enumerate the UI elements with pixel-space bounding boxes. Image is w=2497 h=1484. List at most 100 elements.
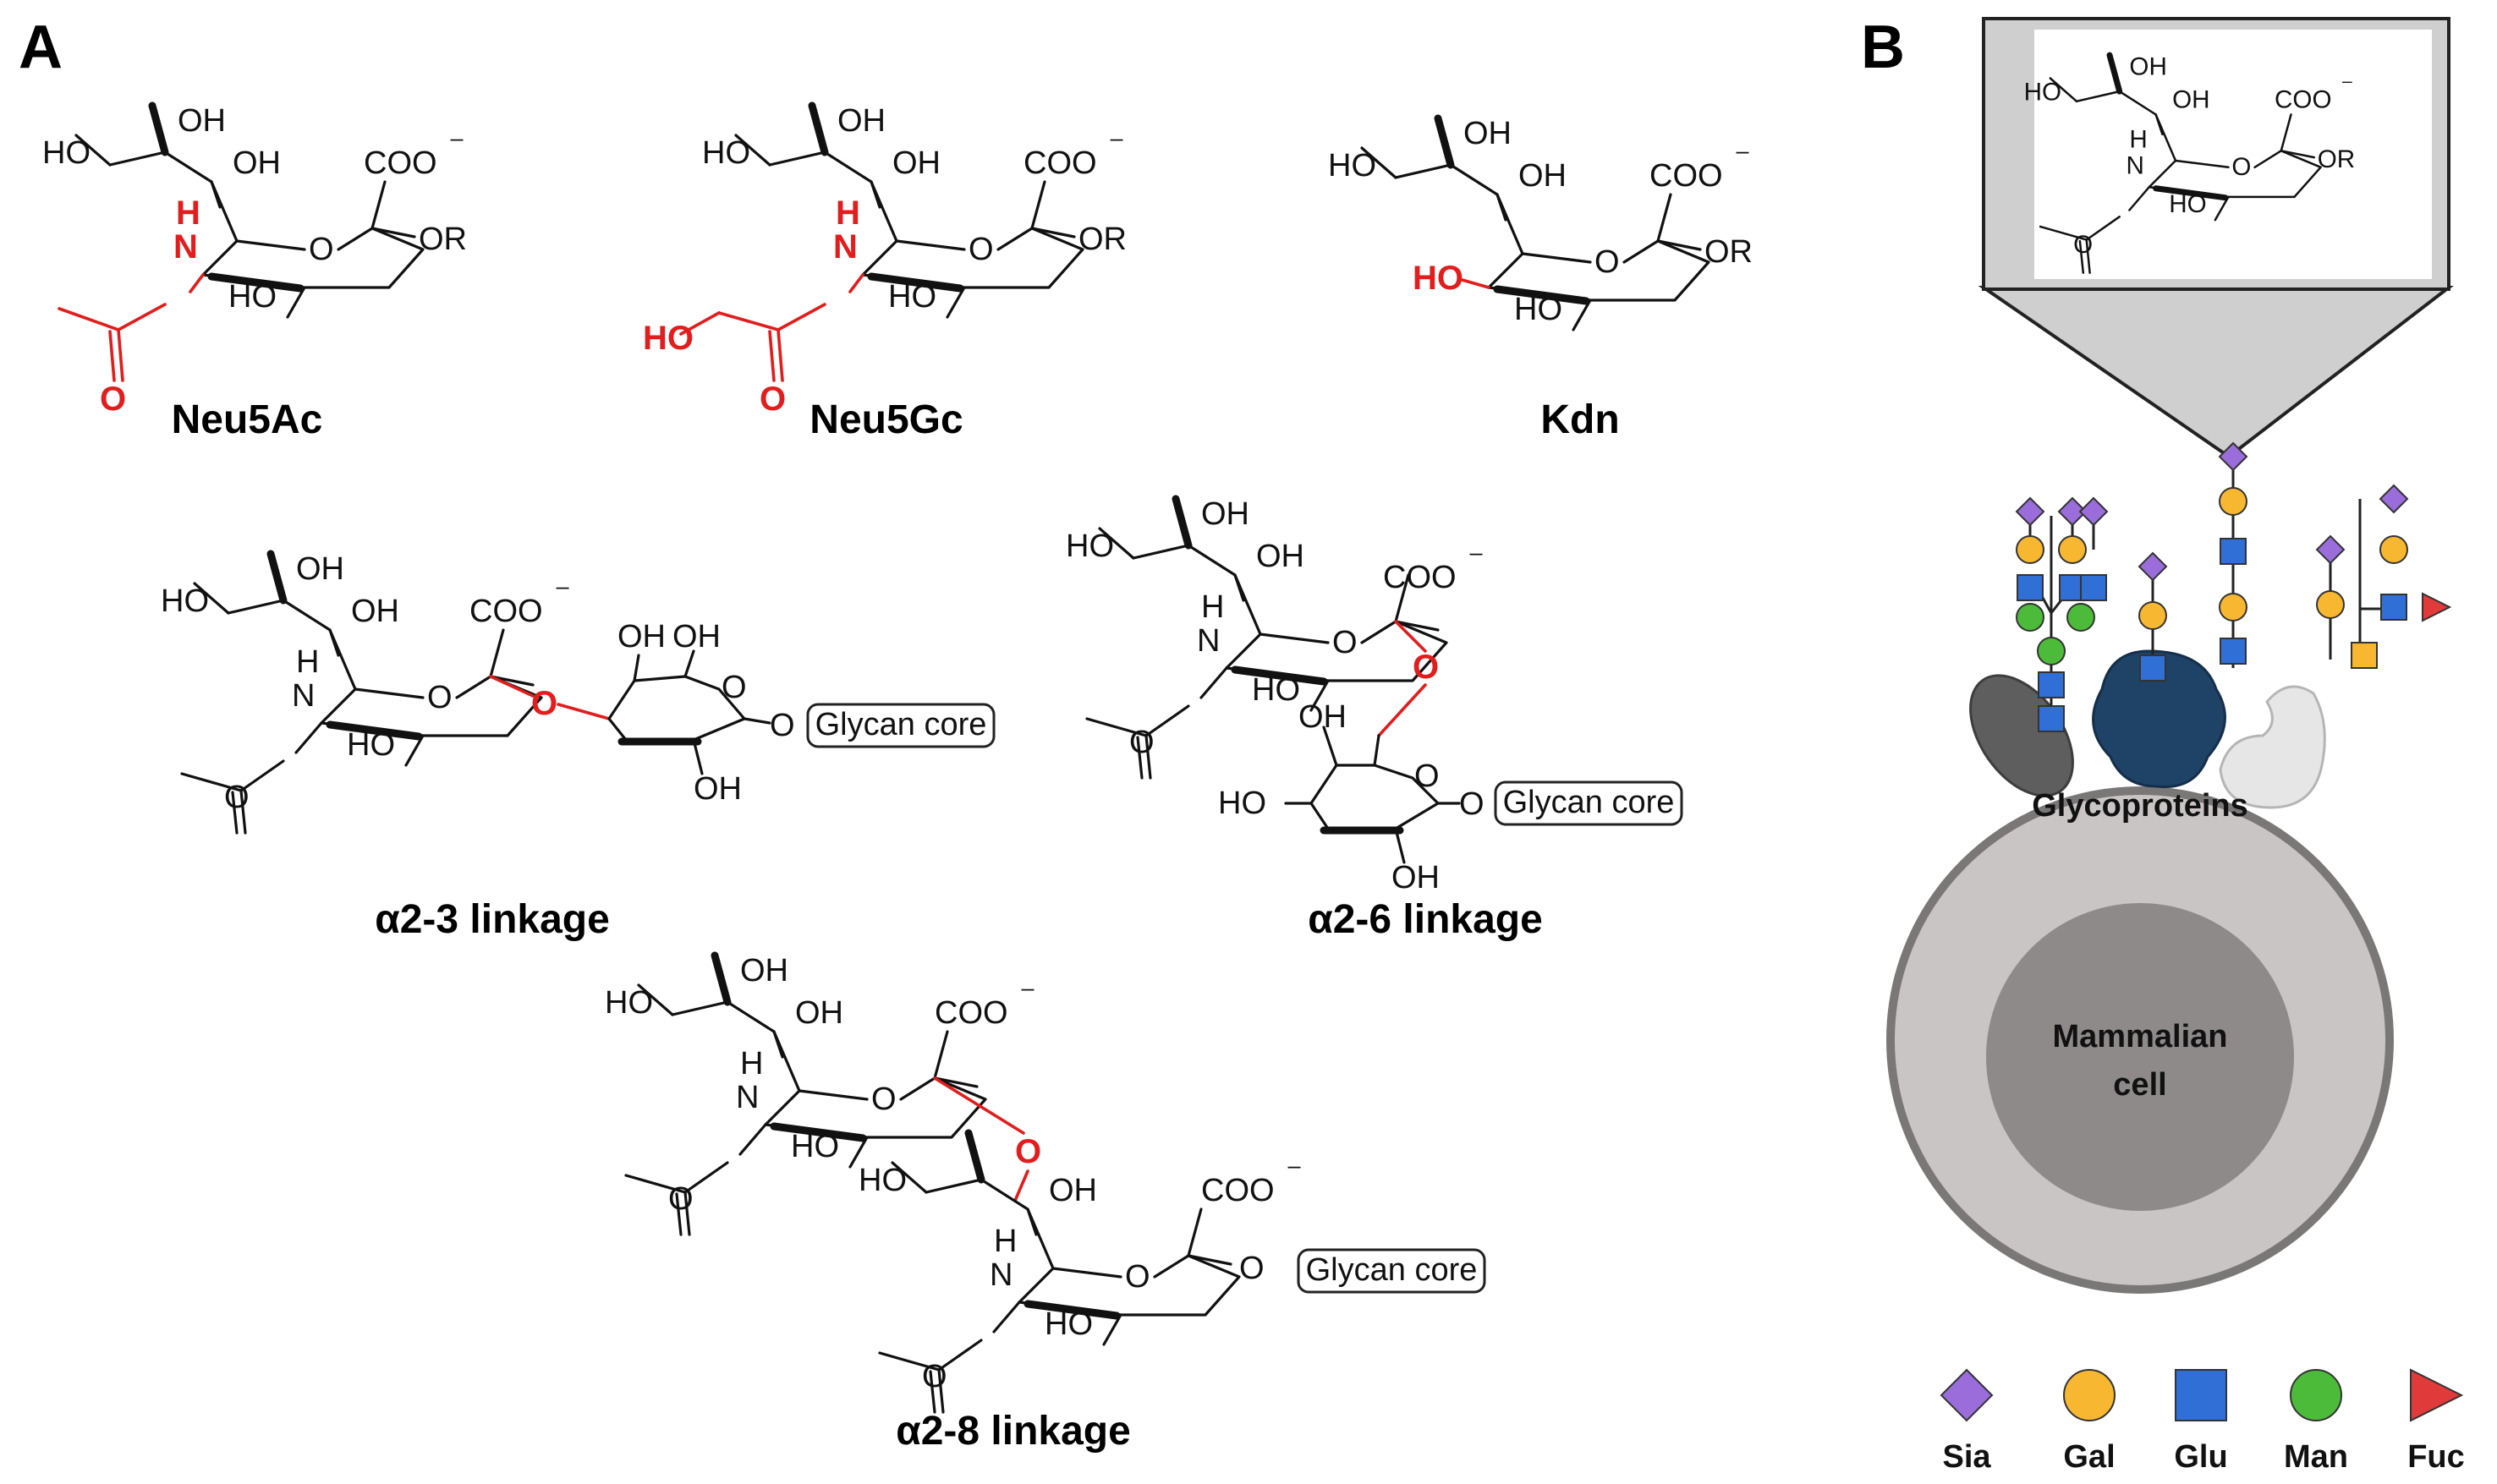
atom-label: O <box>969 232 994 267</box>
glycoproteins-label: Glycoproteins <box>2032 788 2248 824</box>
atom-label: HO <box>2024 78 2061 106</box>
atom-label: O <box>722 670 747 705</box>
atom-label: COO <box>935 995 1008 1031</box>
atom-label: OH <box>694 771 742 807</box>
structure-name: Neu5Gc <box>809 397 963 442</box>
atom-label: H <box>740 1046 763 1082</box>
sia-diamond-icon <box>2057 496 2088 527</box>
atom-label: HO <box>1328 148 1376 183</box>
atom-label: N <box>736 1080 759 1115</box>
sia-diamond-icon <box>2138 551 2168 582</box>
atom-label: OR <box>419 222 467 257</box>
atom-label: COO <box>1023 145 1097 181</box>
atom-label: OH <box>2172 86 2209 114</box>
atom-label: COO <box>1201 1173 1275 1208</box>
atom-label: N <box>1197 623 1220 659</box>
structure-name: α2-3 linkage <box>375 897 610 942</box>
atom-label: N <box>990 1257 1013 1293</box>
atom-label: O <box>1125 1259 1150 1295</box>
glycan-core-box <box>1297 1248 1486 1294</box>
zoom-callout: HO OH OH COO ⁻ OR O HO H N O <box>1978 17 2454 459</box>
atom-label: HO <box>1045 1306 1093 1342</box>
atom-label: HO <box>228 279 277 315</box>
glycan-symbols <box>2015 441 2452 732</box>
atom-label: OH <box>1298 699 1347 735</box>
atom-label: N <box>173 228 198 266</box>
structure-alpha2-6: HO OH OH COO ⁻ O HO H N O O OH HO OH O O… <box>1066 496 1683 895</box>
atom-label: OH <box>233 145 281 181</box>
fuc-legend-icon <box>2410 1368 2464 1422</box>
atom-label: ⁻ <box>554 577 571 612</box>
atom-label: O <box>1239 1251 1265 1286</box>
atom-label: OH <box>1463 116 1512 151</box>
gal-circle-icon <box>2219 487 2247 516</box>
atom-label: OH <box>1518 158 1567 194</box>
atom-label: OR <box>1078 222 1127 257</box>
atom-label: OH <box>740 953 788 988</box>
atom-label: HO <box>791 1129 839 1164</box>
gal-circle-icon <box>2316 590 2345 619</box>
structure-kdn: HO OH OH COO ⁻ OR O HO HO <box>1328 116 1753 330</box>
atom-label: O <box>1332 625 1358 660</box>
atom-label: O <box>1413 649 1439 686</box>
sia-diamond-icon <box>2218 441 2248 472</box>
atom-label: O <box>922 1359 947 1394</box>
glu-square-icon <box>2080 574 2107 601</box>
atom-label: HO <box>1514 292 1562 327</box>
atom-label: O <box>427 680 453 715</box>
cell-label: Mammalian <box>2053 1019 2228 1054</box>
atom-label: COO <box>1383 560 1457 595</box>
atom-label: O <box>760 381 786 418</box>
man-circle-icon <box>2037 637 2066 665</box>
atom-label: O <box>871 1082 897 1117</box>
atom-label: HO <box>1413 260 1463 297</box>
glycan-core-label: Glycan core <box>1503 785 1675 820</box>
atom-label: COO <box>364 145 437 181</box>
atom-label: O <box>770 708 795 743</box>
atom-label: OH <box>617 619 666 654</box>
glycoproteins: Glycoproteins <box>1969 649 2326 824</box>
legend-label: Sia <box>1942 1439 1991 1475</box>
atom-label: O <box>1015 1133 1041 1170</box>
sia-legend-icon <box>1940 1368 1994 1422</box>
gal-circle-icon <box>2058 535 2087 564</box>
structure-name: Kdn <box>1540 397 1619 442</box>
sia-diamond-icon <box>2015 496 2045 527</box>
atom-label: O <box>1414 758 1440 794</box>
atom-label: O <box>668 1181 694 1217</box>
glu-square-icon <box>2139 654 2166 682</box>
atom-label: HO <box>605 985 653 1021</box>
glu-square-icon <box>2038 705 2065 732</box>
atom-label: O <box>1459 786 1484 822</box>
atom-label: N <box>2127 152 2144 180</box>
atom-label: H <box>1201 589 1224 625</box>
atom-label: HO <box>888 279 936 315</box>
atom-label: H <box>296 644 319 680</box>
atom-label: O <box>1129 725 1155 760</box>
atom-label: OH <box>837 103 886 139</box>
atom-label: HO <box>1066 528 1114 564</box>
atom-label: HO <box>702 135 750 171</box>
cell-label: cell <box>2113 1067 2166 1103</box>
sia-diamond-icon <box>2078 496 2109 527</box>
atom-label: ⁻ <box>2341 73 2354 101</box>
gal-square-icon <box>2351 642 2378 669</box>
atom-label: OH <box>351 594 399 629</box>
structure-alpha2-8: HO OH OH COO ⁻ O HO H N O O HO OH COO ⁻ … <box>605 953 1486 1414</box>
atom-label: HO <box>859 1163 907 1198</box>
atom-label: HO <box>2169 190 2206 218</box>
gal-circle-icon <box>2016 535 2044 564</box>
glu-square-icon <box>2017 574 2044 601</box>
glu-square-icon <box>2220 638 2247 665</box>
atom-label: OH <box>2129 53 2166 81</box>
glu-square-icon <box>2038 671 2065 698</box>
atom-label: H <box>176 194 200 232</box>
structure-neu5gc: HO OH OH COO ⁻ OR O HO H N HO O <box>643 103 1127 418</box>
atom-label: HO <box>1252 672 1300 708</box>
man-legend-icon <box>2290 1369 2342 1421</box>
atom-label: COO <box>469 594 543 629</box>
atom-label: OH <box>1256 539 1304 574</box>
glu-square-icon <box>2380 594 2407 621</box>
